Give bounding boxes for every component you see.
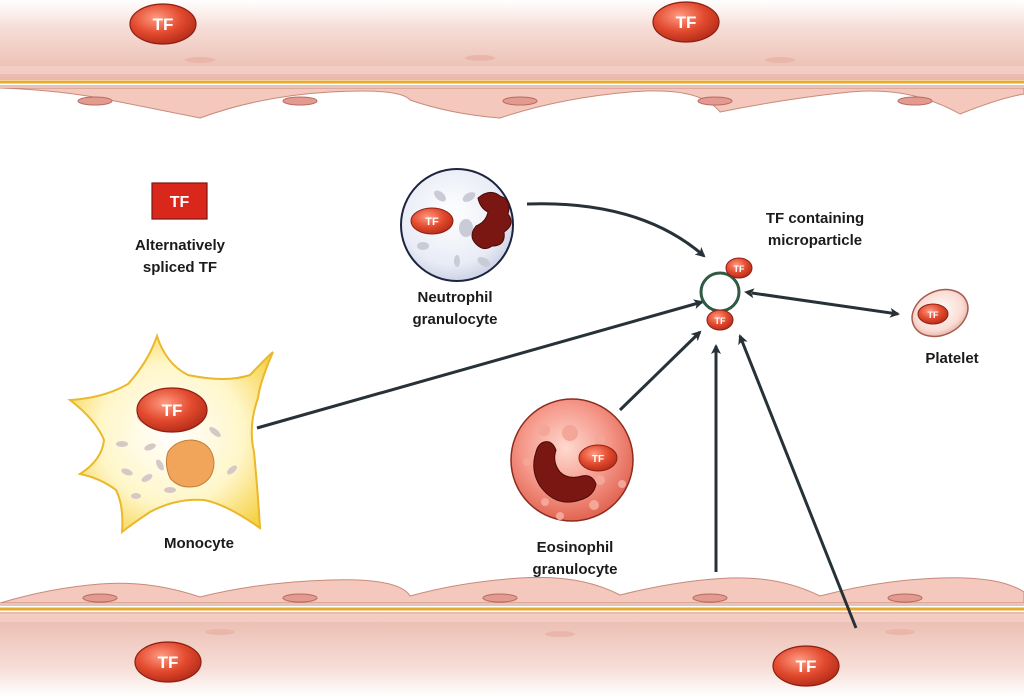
microparticle-label-line2: microparticle [768,232,862,249]
platelet-cell: TF Platelet [911,288,979,367]
alt-spliced-label-line2: spliced TF [143,259,217,276]
tf-badge-bottom-right: TF [772,645,840,687]
bottom-endothelium [0,576,1024,604]
alt-spliced-label-line1: Alternatively [135,237,226,254]
eosinophil-cell: TF Eosinophil granulocyte [510,398,634,578]
monocyte-cell: TF Monocyte [67,332,274,552]
monocyte-nucleus [165,439,215,488]
tf-label: TF [734,264,745,274]
arrow-neutrophil-to-microparticle [526,202,706,258]
arrow-microparticle-platelet [744,288,900,318]
tf-label: TF [158,653,179,672]
neutrophil-label-line1: Neutrophil [418,289,493,306]
arrows [256,202,900,629]
platelet-label: Platelet [925,350,978,367]
microparticle-label-line1: TF containing [766,210,864,227]
tf-label: TF [928,310,939,320]
monocyte-body [67,332,274,535]
arrow-eosinophil-to-microparticle [618,330,702,412]
eosinophil-label-line1: Eosinophil [537,539,614,556]
arrow-vessel-right-to-microparticle [738,334,858,629]
tf-label: TF [170,194,190,211]
arrow-monocyte-to-microparticle [256,299,704,430]
alternatively-spliced-tf: TF Alternatively spliced TF [135,182,226,276]
neutrophil-cell: TF Neutrophil granulocyte [400,168,514,328]
eosinophil-label-line2: granulocyte [532,561,617,578]
top-vessel-wall [0,0,1024,119]
tf-label: TF [715,316,726,326]
tf-label: TF [796,657,817,676]
tf-label: TF [162,401,183,420]
monocyte-label: Monocyte [164,535,234,552]
tf-label: TF [153,15,174,34]
eosinophil-nucleus [533,441,597,503]
tf-label: TF [592,454,604,465]
neutrophil-nucleus [471,192,512,250]
tf-badge-top-right: TF [652,1,720,43]
tf-microparticle: TF TF TF containing microparticle [699,210,864,331]
neutrophil-label-line2: granulocyte [412,311,497,328]
tf-badge-top-left: TF [129,3,197,45]
tf-badge-bottom-left: TF [134,641,202,683]
tf-label: TF [425,216,439,228]
tf-label: TF [676,13,697,32]
